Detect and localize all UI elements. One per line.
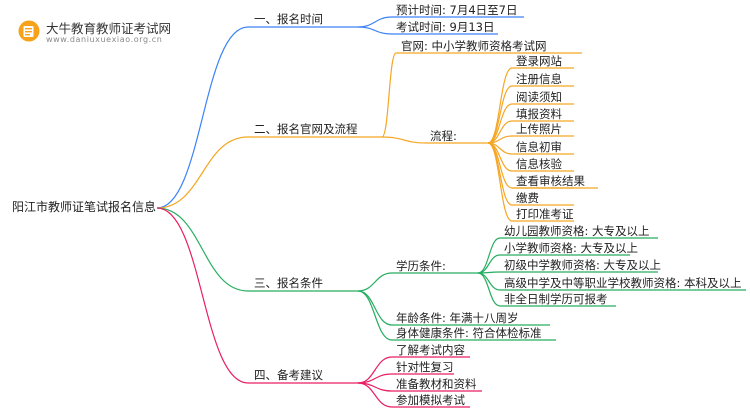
site-logo: 大牛教育教师证考试网 www.daniuxuexiao.org.cn: [18, 16, 238, 50]
step-register: 注册信息: [516, 72, 562, 86]
connector-10: [357, 26, 393, 35]
connector-32: [487, 142, 513, 206]
connector-3: [156, 207, 249, 384]
edu-primary: 小学教师资格: 大专及以上: [504, 241, 639, 255]
branch-requirements: 三、报名条件: [254, 276, 323, 290]
connector-18: [487, 85, 513, 144]
connector-45: [477, 254, 501, 274]
logo-url: www.daniuxuexiao.org.cn: [46, 35, 163, 44]
step-read-notice: 阅读须知: [516, 90, 562, 104]
node-official-site: 官网: 中小学教师资格考试网: [401, 39, 547, 53]
connector-2: [156, 207, 249, 292]
connector-43: [477, 237, 501, 274]
connector-14: [381, 136, 427, 144]
root-topic: 阳江市教师证笔试报名信息: [12, 200, 157, 214]
branch-prep-advice: 四、备考建议: [254, 368, 323, 382]
branch-website-process: 二、报名官网及流程: [254, 122, 358, 136]
tip-targeted-review: 针对性复习: [396, 360, 454, 374]
node-education: 学历条件:: [396, 259, 446, 273]
logo-title: 大牛教育教师证考试网: [46, 21, 172, 36]
connector-51: [477, 272, 501, 307]
step-check-result: 查看审核结果: [516, 174, 585, 188]
connector-39: [357, 290, 393, 326]
connector-41: [357, 290, 393, 341]
connector-34: [487, 142, 513, 222]
step-verification: 信息核验: [516, 157, 562, 171]
connector-59: [357, 382, 393, 408]
tip-know-content: 了解考试内容: [396, 343, 465, 357]
step-upload-photo: 上传照片: [516, 122, 562, 136]
node-process: 流程:: [430, 129, 457, 143]
connector-20: [487, 103, 513, 144]
edu-senior: 高级中学及中等职业学校教师资格: 本科及以上: [504, 276, 742, 290]
step-initial-review: 信息初审: [516, 140, 562, 154]
step-payment: 缴费: [516, 191, 539, 205]
step-print-admission: 打印准考证: [516, 207, 574, 221]
connector-1: [156, 136, 249, 209]
step-login: 登录网站: [516, 54, 562, 68]
step-fill-info: 填报资料: [516, 107, 562, 121]
tip-materials: 准备教材和资料: [396, 377, 477, 391]
edu-kindergarten: 幼儿园教师资格: 大专及以上: [504, 224, 650, 238]
edu-part-time: 非全日制学历可报考: [504, 292, 608, 306]
node-exam-time: 考试时间: 9月13日: [396, 20, 495, 34]
book-logo-icon: [18, 20, 40, 42]
connector-0: [156, 26, 249, 209]
tip-mock-exam: 参加模拟考试: [396, 393, 465, 407]
node-age: 年龄条件: 年满十八周岁: [396, 311, 519, 325]
connector-37: [357, 272, 393, 292]
connector-12: [381, 52, 397, 138]
connector-49: [477, 272, 501, 291]
node-health: 身体健康条件: 符合体检标准: [396, 326, 542, 340]
node-expected-time: 预计时间: 7月4日至7日: [396, 3, 518, 17]
edu-junior: 初级中学教师资格: 大专及以上: [504, 258, 662, 272]
connector-8: [357, 16, 393, 28]
branch-registration-time: 一、报名时间: [254, 12, 323, 26]
